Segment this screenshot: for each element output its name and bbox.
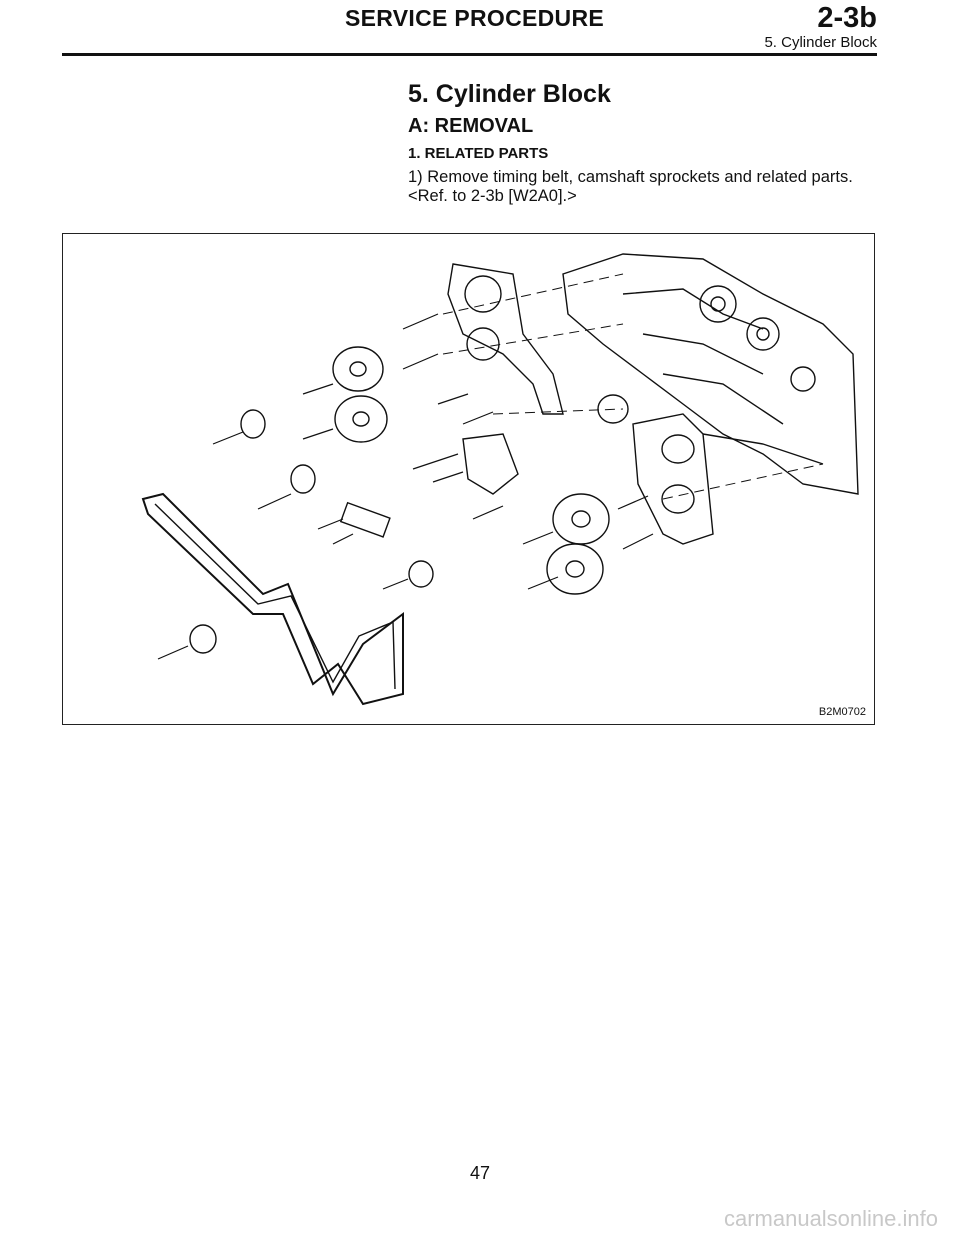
bolts [157,313,654,660]
figure-label: B2M0702 [818,706,866,718]
timing-belt [141,492,404,706]
reference-link[interactable]: <Ref. to 2-3b [W2A0].> [408,187,577,205]
front-belt-cover [632,413,714,545]
instruction-text: 1) Remove timing belt, camshaft sprocket… [408,168,853,186]
timing-belt-parts-illustration [141,253,859,706]
crank-sprocket [597,394,629,424]
page-number: 47 [469,1163,491,1183]
section-title: 5. Cylinder Block [408,80,611,108]
belt-cover-plate [447,263,564,415]
engine-block [562,253,859,495]
subsection-title: A: REMOVAL [408,115,534,137]
instruction-paragraph: 1) Remove timing belt, camshaft sprocket… [408,168,878,206]
header-divider [62,53,877,56]
watermark: carmanualsonline.info [723,1206,938,1231]
camshaft-sprockets [332,346,610,595]
step-heading: 1. RELATED PARTS [408,145,549,162]
header-chapter-code: 2-3b [817,2,877,34]
header-section-title: SERVICE PROCEDURE [345,5,605,31]
idler-pulleys [189,409,519,654]
header-subsection: 5. Cylinder Block [764,34,877,51]
exploded-view-figure: B2M0702 [62,233,875,725]
